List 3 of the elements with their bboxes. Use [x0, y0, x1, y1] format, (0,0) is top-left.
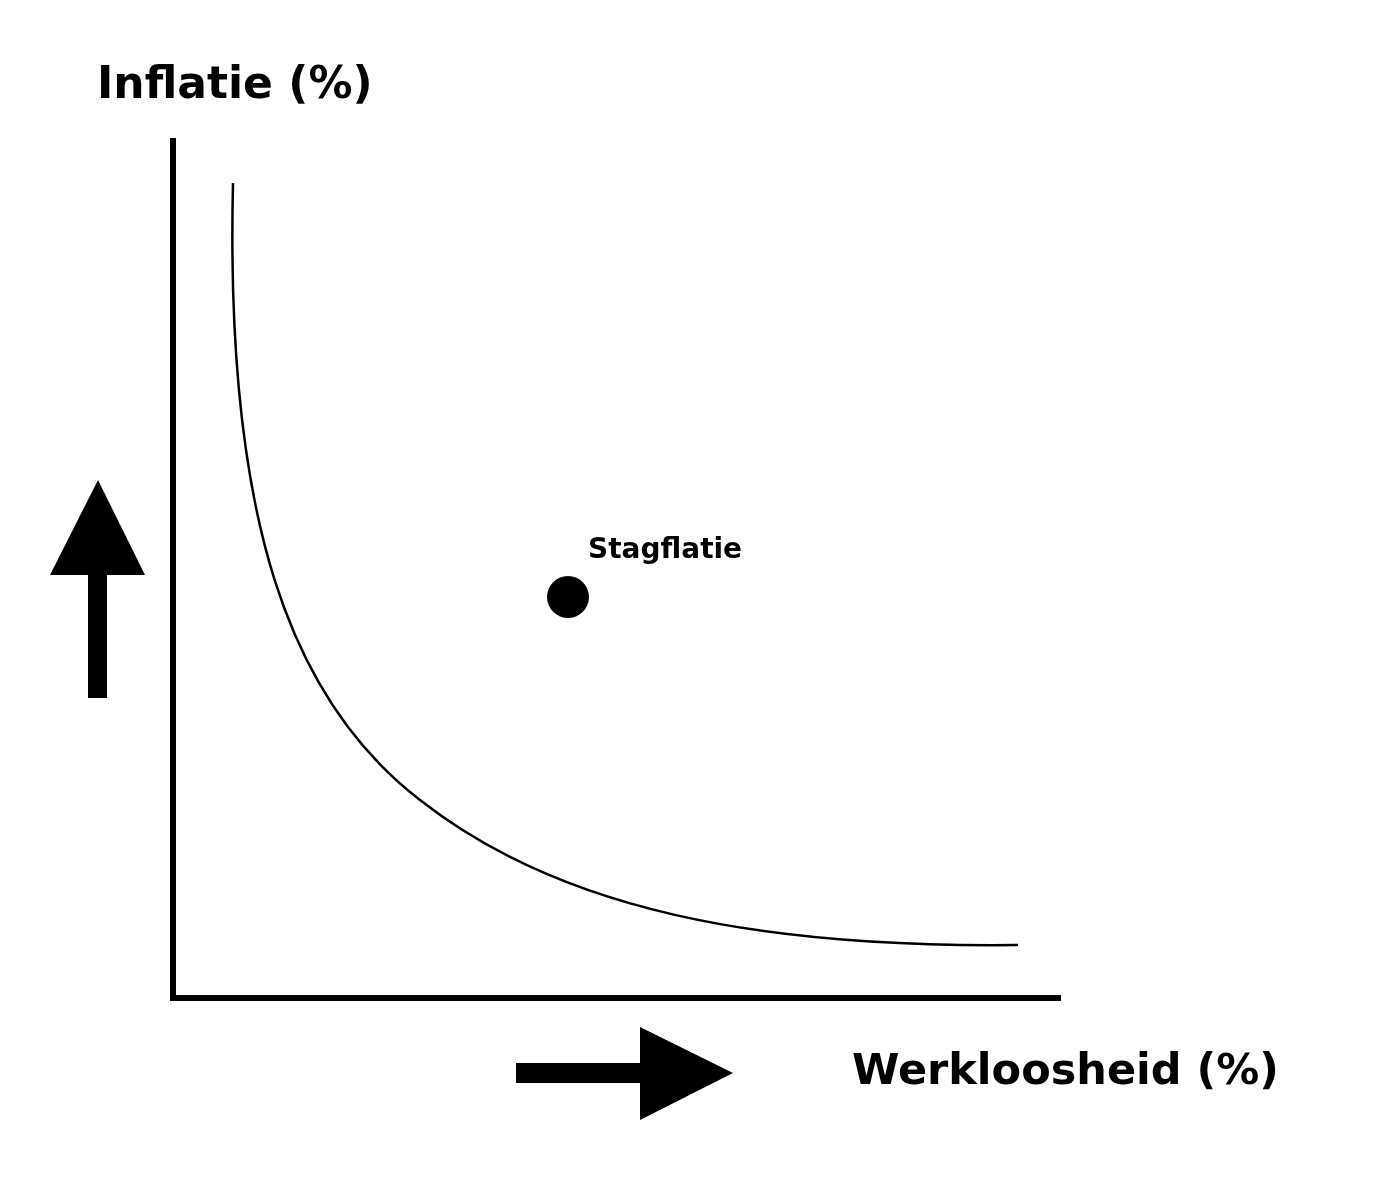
- point-label: Stagflatie: [588, 533, 743, 566]
- axis-title: Werkloosheid (%): [852, 1045, 1279, 1095]
- axis-title: Inflatie (%): [97, 58, 373, 109]
